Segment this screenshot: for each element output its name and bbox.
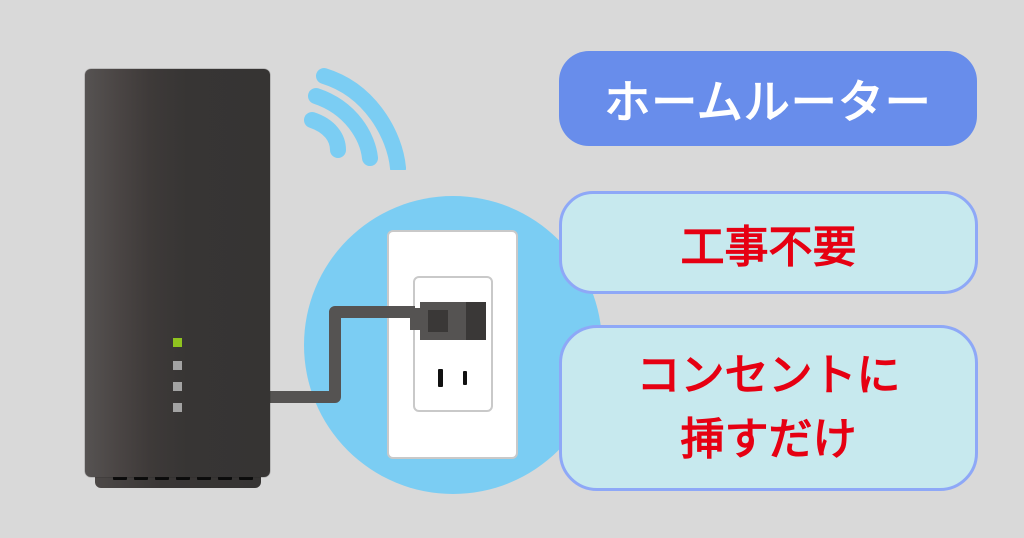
title-text: ホームルーター <box>604 74 932 129</box>
outlet-slot-right <box>463 371 467 385</box>
wifi-signal-icon <box>304 68 406 170</box>
feature-2-line-2: 挿すだけ <box>680 414 857 465</box>
router-led-3 <box>173 382 182 391</box>
home-router <box>85 69 270 477</box>
feature-no-installation: 工事不要 <box>559 191 978 294</box>
outlet-plate <box>387 230 518 459</box>
router-led-2 <box>173 361 182 370</box>
router-led-4 <box>173 403 182 412</box>
router-led-power <box>173 338 182 347</box>
feature-plug-in-only: コンセントに 挿すだけ <box>559 325 978 491</box>
power-outlet-icon <box>413 276 493 412</box>
title-badge: ホームルーター <box>559 51 977 146</box>
outlet-slot-left <box>438 369 443 387</box>
feature-2-line-1: コンセントに <box>636 350 901 401</box>
feature-1-text: 工事不要 <box>680 221 857 273</box>
power-plug-icon <box>410 302 490 342</box>
